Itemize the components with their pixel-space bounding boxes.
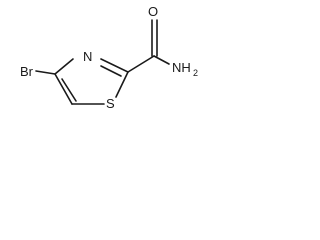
atom-amide-nitrogen: NH	[172, 60, 191, 75]
atom-bromine: Br	[20, 64, 34, 79]
atom-amide-h-subscript: 2	[193, 68, 198, 78]
bond-c2-n3-inner	[100, 65, 122, 77]
chemical-structure-diagram: Br N S O NH 2	[20, 4, 198, 111]
bond-c2-n3	[100, 58, 129, 73]
atom-ring-nitrogen: N	[83, 49, 92, 64]
atom-labels: Br N S O NH 2	[20, 4, 198, 111]
atom-ring-sulfur: S	[106, 96, 115, 111]
bond-c-n	[153, 55, 170, 65]
bonds	[35, 19, 170, 105]
bond-c4-n3	[54, 58, 74, 75]
bond-c4-c5	[54, 73, 73, 105]
bond-c2-camide	[127, 55, 155, 73]
bond-s1-c2	[115, 71, 129, 98]
atom-carbonyl-oxygen: O	[148, 4, 158, 19]
bond-br-c4	[35, 70, 56, 75]
bond-c4-c5-inner	[61, 78, 77, 102]
